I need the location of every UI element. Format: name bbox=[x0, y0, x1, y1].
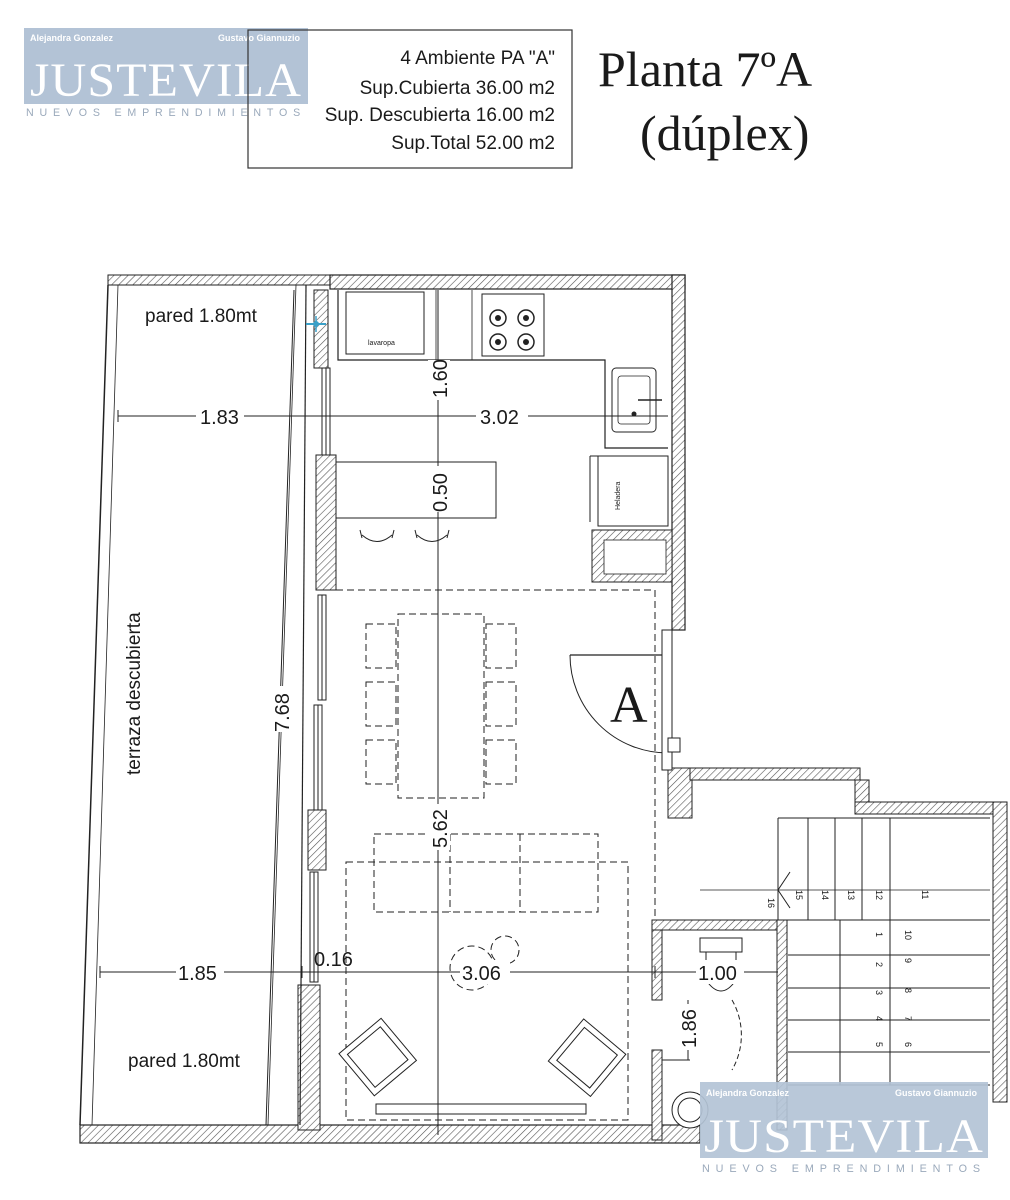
logo-bottom-tagline: NUEVOS EMPRENDIMIENTOS bbox=[702, 1163, 986, 1175]
dim-1-85: 1.85 bbox=[178, 963, 217, 985]
wall-partition-1 bbox=[313, 289, 329, 369]
armchair-right bbox=[547, 1018, 627, 1098]
staircase bbox=[700, 817, 990, 1086]
dimension-labels: 1.83 3.02 1.60 0.50 7.68 5.62 1.85 0.16 … bbox=[176, 359, 744, 1050]
svg-text:16: 16 bbox=[766, 898, 776, 908]
svg-text:9: 9 bbox=[903, 958, 913, 963]
svg-text:10: 10 bbox=[903, 930, 913, 940]
armchairs bbox=[338, 1017, 627, 1115]
wall-stair-top-right bbox=[854, 801, 1006, 815]
logo-brand: JUSTEVILA bbox=[30, 54, 302, 107]
area-info-box: 4 Ambiente PA "A" Sup.Cubierta 36.00 m2 … bbox=[247, 29, 573, 169]
plan-subtitle: (dúplex) bbox=[640, 105, 809, 161]
kitchen: lavaropa Heladera bbox=[335, 290, 669, 542]
svg-text:15: 15 bbox=[794, 890, 804, 900]
entry-door: A bbox=[569, 629, 681, 771]
dim-3-06: 3.06 bbox=[462, 963, 501, 985]
stool-icons bbox=[359, 529, 450, 542]
terrace: pared 1.80mt pared 1.80mt terraza descub… bbox=[79, 284, 326, 1126]
wall-partition-2 bbox=[315, 454, 337, 591]
wall-partition-3 bbox=[307, 809, 327, 871]
svg-text:8: 8 bbox=[903, 988, 913, 993]
dim-5-62: 5.62 bbox=[430, 809, 452, 848]
info-uncovered-area: Sup. Descubierta 16.00 m2 bbox=[325, 105, 555, 126]
breakfast-bar bbox=[335, 461, 497, 519]
terrace-label: terraza descubierta bbox=[124, 612, 145, 775]
fridge: Heladera bbox=[589, 455, 669, 527]
info-total-area: Sup.Total 52.00 m2 bbox=[391, 133, 555, 154]
dim-0-16: 0.16 bbox=[314, 949, 353, 971]
terrace-outer-edge bbox=[79, 284, 109, 1126]
wall-label-bottom: pared 1.80mt bbox=[128, 1051, 241, 1072]
dim-7-68: 7.68 bbox=[272, 693, 294, 732]
info-covered-area: Sup.Cubierta 36.00 m2 bbox=[360, 78, 555, 99]
dim-3-02: 3.02 bbox=[480, 407, 519, 429]
dining-table bbox=[397, 613, 485, 799]
svg-text:3: 3 bbox=[874, 990, 884, 995]
fridge-label: Heladera bbox=[615, 481, 622, 510]
logo-left-name: Alejandra Gonzalez bbox=[30, 33, 114, 43]
svg-text:14: 14 bbox=[820, 890, 830, 900]
living-rug bbox=[345, 861, 629, 1121]
sofa bbox=[373, 833, 599, 913]
sink-icon bbox=[611, 367, 662, 433]
tv-unit bbox=[375, 1103, 587, 1115]
unit-label: A bbox=[610, 677, 648, 734]
svg-text:4: 4 bbox=[874, 1016, 884, 1021]
wall-bath-top bbox=[651, 919, 788, 931]
toilet-tank bbox=[699, 937, 743, 953]
wall-label-top: pared 1.80mt bbox=[145, 306, 258, 327]
wall-bottom bbox=[79, 1124, 701, 1144]
windows bbox=[309, 367, 331, 983]
plan-title: Planta 7ºA bbox=[598, 41, 812, 97]
wall-top bbox=[329, 274, 686, 290]
logo-bottom-background bbox=[700, 1082, 988, 1158]
svg-text:13: 13 bbox=[846, 890, 856, 900]
wall-stair-top bbox=[689, 767, 861, 781]
wall-top-terrace bbox=[107, 274, 331, 286]
wall-bath-left bbox=[651, 919, 663, 1001]
svg-text:7: 7 bbox=[903, 1016, 913, 1021]
logo-right-name: Gustavo Giannuzio bbox=[218, 33, 301, 43]
dim-0-50: 0.50 bbox=[430, 473, 452, 512]
wall-entry bbox=[667, 767, 693, 819]
armchair-left bbox=[338, 1017, 418, 1097]
stair-arrow-icon bbox=[777, 871, 791, 909]
svg-text:5: 5 bbox=[874, 1042, 884, 1047]
chair bbox=[365, 623, 397, 669]
svg-text:2: 2 bbox=[874, 962, 884, 967]
dim-1-00: 1.00 bbox=[698, 963, 737, 985]
stove-icon bbox=[481, 293, 545, 357]
dim-1-83: 1.83 bbox=[200, 407, 239, 429]
svg-text:6: 6 bbox=[903, 1042, 913, 1047]
washing-machine bbox=[345, 291, 425, 355]
svg-text:1: 1 bbox=[874, 932, 884, 937]
wall-partition-4 bbox=[297, 984, 321, 1131]
wall-stair-right bbox=[992, 801, 1008, 1103]
wall-right-upper bbox=[671, 274, 686, 631]
terrace-faucet-icon bbox=[306, 316, 326, 332]
logo-bottom-brand: JUSTEVILA bbox=[704, 1110, 984, 1163]
logo-bottom-right-name: Gustavo Giannuzio bbox=[895, 1088, 978, 1098]
logo-bottom: Alejandra Gonzalez Gustavo Giannuzio JUS… bbox=[700, 1082, 988, 1175]
info-rooms: 4 Ambiente PA "A" bbox=[400, 48, 555, 69]
logo-top: Alejandra Gonzalez Gustavo Giannuzio JUS… bbox=[24, 28, 308, 119]
svg-text:11: 11 bbox=[920, 890, 930, 899]
stair-numbers: 16 15 14 13 12 11 1 2 3 4 5 10 9 8 7 6 bbox=[766, 890, 930, 1047]
info-box-frame bbox=[247, 29, 573, 169]
walls bbox=[79, 274, 1008, 1144]
logo-background bbox=[24, 28, 308, 104]
dim-1-60: 1.60 bbox=[430, 359, 452, 398]
washer-label: lavaropa bbox=[368, 340, 395, 347]
logo-tagline: NUEVOS EMPRENDIMIENTOS bbox=[26, 107, 306, 119]
svg-text:12: 12 bbox=[874, 890, 884, 900]
dim-1-86: 1.86 bbox=[679, 1009, 701, 1048]
logo-bottom-left-name: Alejandra Gonzalez bbox=[706, 1088, 790, 1098]
kitchen-counter bbox=[337, 290, 668, 449]
